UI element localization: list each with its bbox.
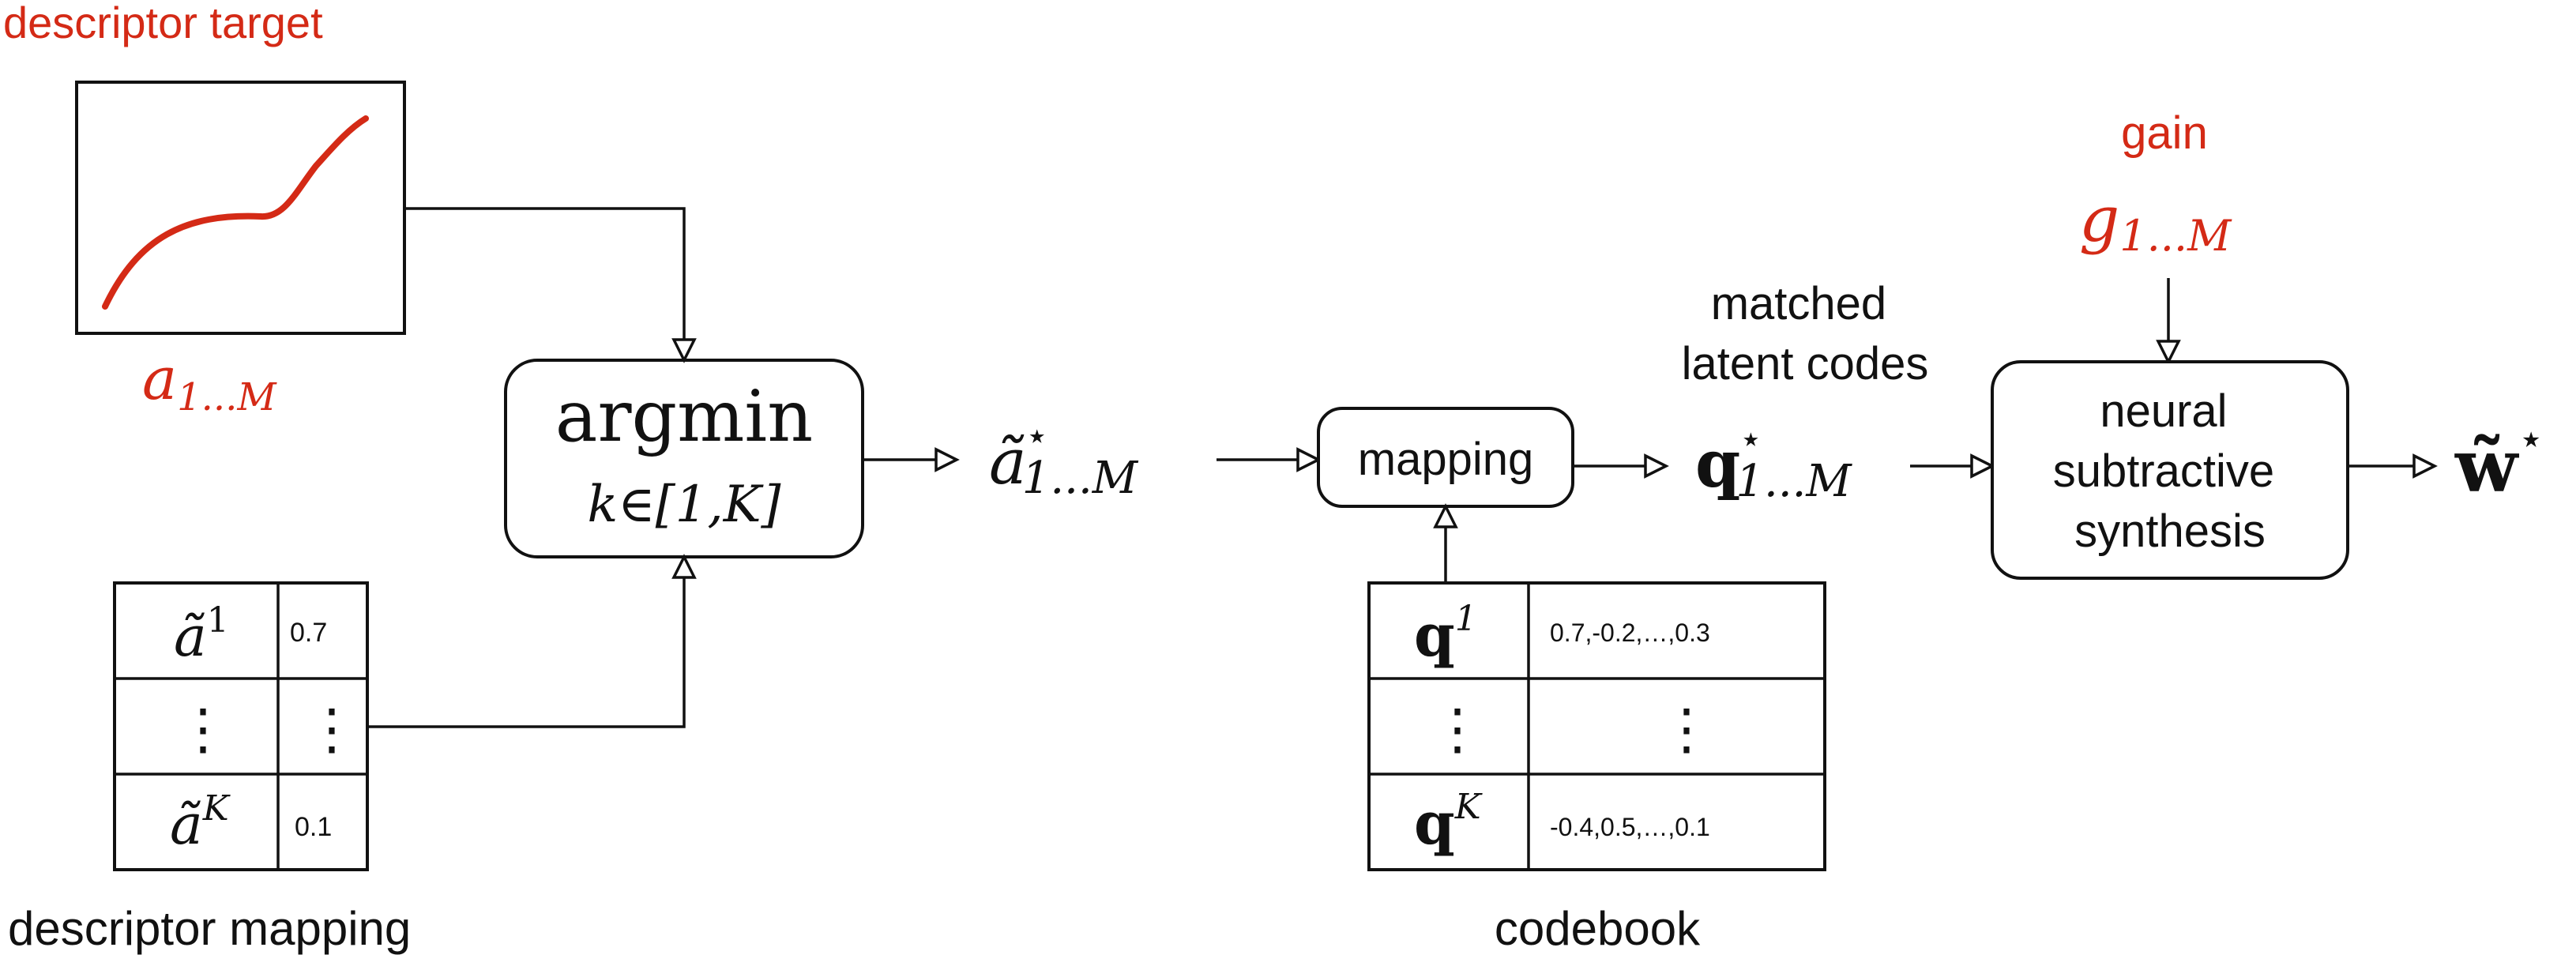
- codebook-key-ellipsis: ⋮: [1430, 697, 1485, 761]
- arrowhead-synthesis-to-output: [2412, 453, 2438, 479]
- matched-latent-codes-label: matched latent codes: [1682, 278, 1929, 389]
- wire-target-to-argmin: [404, 207, 686, 340]
- codebook-key-1: q1: [1414, 599, 1477, 670]
- descriptor-target-symbol: a1...M: [142, 345, 277, 419]
- arrowhead-atilde-to-mapping: [1296, 447, 1322, 472]
- arrowhead-gain-to-synthesis: [2156, 340, 2181, 365]
- descriptor-mapping-label: descriptor mapping: [8, 902, 411, 955]
- descriptor-value-1: 0.7: [290, 618, 327, 648]
- descriptor-mapping-table: ã1 0.7 ⋮ ⋮ ãK 0.1: [113, 581, 369, 871]
- arrowhead-qstar-to-synthesis: [1970, 453, 1995, 479]
- descriptor-key-1: ã1: [174, 600, 229, 669]
- codebook-label: codebook: [1495, 902, 1701, 955]
- gain-symbol: g1...M: [2079, 182, 2232, 261]
- qstar-symbol: q⋆1...M: [1695, 417, 1852, 507]
- descriptor-target-plot: [75, 81, 406, 335]
- argmin-title: argmin: [555, 375, 813, 458]
- synthesis-box: [1991, 360, 2349, 580]
- descriptor-target-label: descriptor target: [3, 0, 323, 47]
- codebook-value-K: -0.4,0.5,…,0.1: [1550, 813, 1710, 841]
- synthesis-box-label: neural subtractive synthesis: [2053, 385, 2288, 557]
- arrowhead-target-to-argmin: [671, 338, 697, 363]
- mapping-box-label: mapping: [1358, 434, 1533, 485]
- argmin-subscript: k∈[1,K]: [588, 476, 782, 534]
- descriptor-value-ellipsis: ⋮: [304, 697, 359, 761]
- codebook-table: q1 0.7,-0.2,…,0.3 ⋮ ⋮ qK -0.4,0.5,…,0.1: [1367, 581, 1826, 871]
- descriptor-key-K: ãK: [170, 788, 231, 857]
- wire-mapping-table-to-argmin: [367, 577, 686, 728]
- descriptor-value-K: 0.1: [295, 812, 332, 842]
- codebook-value-ellipsis: ⋮: [1659, 697, 1714, 761]
- descriptor-key-ellipsis: ⋮: [175, 697, 231, 761]
- output-w-star-symbol: w̃⋆: [2454, 414, 2544, 509]
- arrowhead-codebook-to-mapping: [1433, 503, 1458, 528]
- arrowhead-mapping-table-to-argmin: [671, 554, 697, 579]
- descriptor-target-curve: [102, 115, 369, 310]
- arrowhead-argmin-to-atilde: [935, 447, 960, 472]
- atilde-star-symbol: ã⋆1...M: [989, 414, 1139, 504]
- codebook-value-1: 0.7,-0.2,…,0.3: [1550, 618, 1710, 647]
- codebook-key-K: qK: [1414, 787, 1483, 858]
- gain-label: gain: [2121, 107, 2208, 159]
- arrowhead-mapping-to-qstar: [1644, 453, 1669, 479]
